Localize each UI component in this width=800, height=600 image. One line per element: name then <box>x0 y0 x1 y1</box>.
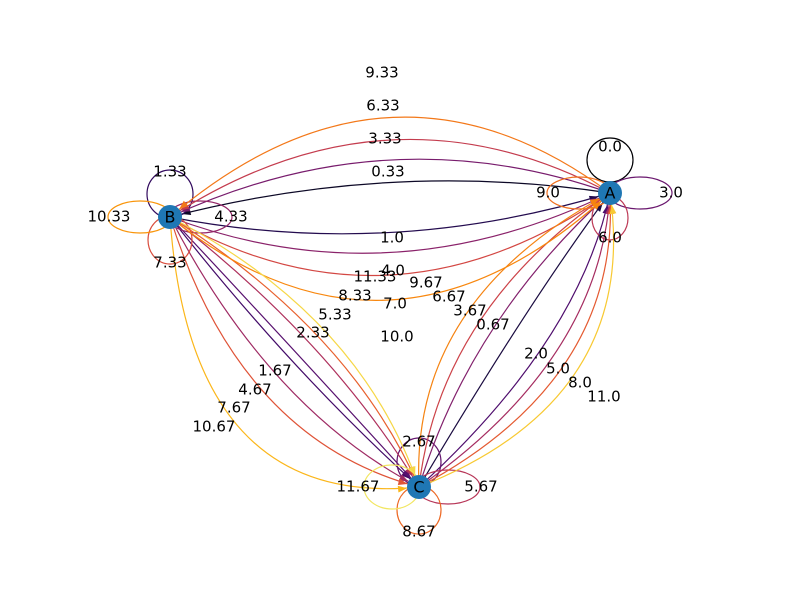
edge-C-to-A <box>418 192 611 488</box>
edge-label: 11.0 <box>587 388 620 406</box>
edge-labels-layer: 0.0 0.33 0.67 1.0 1.33 1.67 2.0 2.33 2.67 3.0 3.33… <box>88 64 683 541</box>
edge-label: 5.67 <box>464 478 497 496</box>
edge-A-to-B <box>169 116 611 218</box>
edge-label: 1.33 <box>153 163 186 181</box>
edge-arrowhead <box>589 198 600 206</box>
edge-B-to-C <box>169 216 420 488</box>
node-C: C <box>407 475 431 499</box>
edge-B-to-C <box>169 216 420 488</box>
edge-label: 2.0 <box>524 345 548 363</box>
edge-label: 11.67 <box>337 478 380 496</box>
edge-C-to-A <box>418 192 611 488</box>
edge-C-to-A <box>418 192 615 488</box>
edge-label: 6.0 <box>598 229 622 247</box>
edge-label: 0.0 <box>598 138 622 156</box>
nodes-layer: A B C <box>158 181 622 499</box>
node-circle <box>598 181 622 205</box>
edge-label: 7.0 <box>383 295 407 313</box>
edge-C-to-A <box>418 192 612 488</box>
edge-label: 4.33 <box>214 208 247 226</box>
edge-B-to-A <box>169 192 611 301</box>
edge-label: 2.33 <box>296 324 329 342</box>
node-circle <box>407 475 431 499</box>
edge-label: 8.67 <box>402 523 435 541</box>
node-circle <box>158 205 182 229</box>
edge-B-to-C <box>169 216 420 490</box>
edge-label: 9.0 <box>536 184 560 202</box>
edge-arrowhead <box>609 204 617 215</box>
edge-label: 1.0 <box>380 229 404 247</box>
edge-label: 5.33 <box>318 306 351 324</box>
edge-C-to-A <box>418 192 611 488</box>
node-B: B <box>158 205 182 229</box>
edge-arrowhead <box>397 478 408 485</box>
node-A: A <box>598 181 622 205</box>
edge-B-to-C <box>169 216 420 488</box>
edge-B-to-C <box>169 216 420 488</box>
edges-layer <box>107 116 673 535</box>
edge-arrowhead <box>402 469 411 479</box>
edge-label: 0.33 <box>371 163 404 181</box>
edge-label: 0.67 <box>476 316 509 334</box>
edge-label: 4.67 <box>238 381 271 399</box>
edge-arrowhead <box>592 201 602 210</box>
edge-B-to-C <box>169 216 420 488</box>
edge-label: 6.67 <box>432 288 465 306</box>
edge-B-to-A <box>169 192 611 276</box>
edge-C-to-A <box>418 192 611 488</box>
node-label: B <box>165 208 176 227</box>
edge-label: 3.67 <box>453 302 486 320</box>
edge-label: 3.0 <box>659 184 683 202</box>
edge-label: 1.67 <box>258 362 291 380</box>
edge-label: 10.0 <box>380 328 413 346</box>
edge-label: 7.67 <box>217 399 250 417</box>
edge-label: 6.33 <box>366 97 399 115</box>
edge-C-to-A <box>418 192 611 488</box>
edge-C-to-A <box>418 192 611 488</box>
edge-label: 3.33 <box>368 130 401 148</box>
edge-label: 9.33 <box>365 64 398 82</box>
edge-label: 9.67 <box>409 274 442 292</box>
edge-label: 8.33 <box>338 287 371 305</box>
edge-label: 8.0 <box>568 374 592 392</box>
edge-label: 10.67 <box>193 418 236 436</box>
edge-label: 7.33 <box>153 254 186 272</box>
node-label: C <box>413 478 424 497</box>
edge-label: 2.67 <box>402 433 435 451</box>
edge-A-to-B <box>169 158 611 218</box>
edge-B-to-A <box>169 192 611 235</box>
node-label: A <box>605 184 616 203</box>
edge-A-to-B <box>169 138 611 218</box>
edge-label: 5.0 <box>546 360 570 378</box>
edge-arrowhead <box>179 200 189 210</box>
edge-label: 4.0 <box>381 262 405 280</box>
edge-label: 10.33 <box>88 208 131 226</box>
edge-B-to-C <box>169 216 420 488</box>
edge-B-to-A <box>169 192 611 254</box>
edge-label: 11.33 <box>354 268 397 286</box>
edge-arrowhead <box>397 485 408 493</box>
